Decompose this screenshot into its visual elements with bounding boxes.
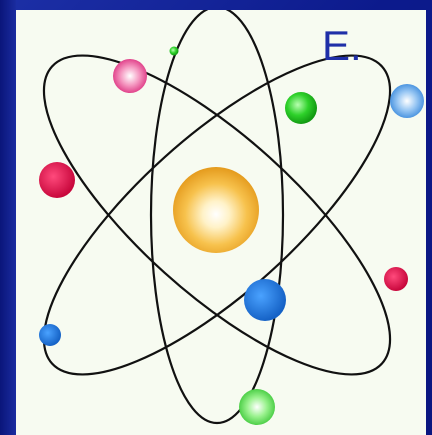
electron-blue-lower-left <box>39 324 61 346</box>
electron-pink-upper <box>113 59 147 93</box>
atom-diagram <box>16 10 426 435</box>
electron-green-upper <box>285 92 317 124</box>
electron-blue-upper-right <box>390 84 424 118</box>
panel-label: E. <box>322 25 362 67</box>
electron-red-left <box>39 162 75 198</box>
electron-green-small <box>170 47 179 56</box>
nucleus <box>173 167 259 253</box>
electron-blue-center <box>244 279 286 321</box>
electron-green-bottom <box>239 389 275 425</box>
electron-red-right <box>384 267 408 291</box>
atom-panel: E. <box>16 10 426 435</box>
